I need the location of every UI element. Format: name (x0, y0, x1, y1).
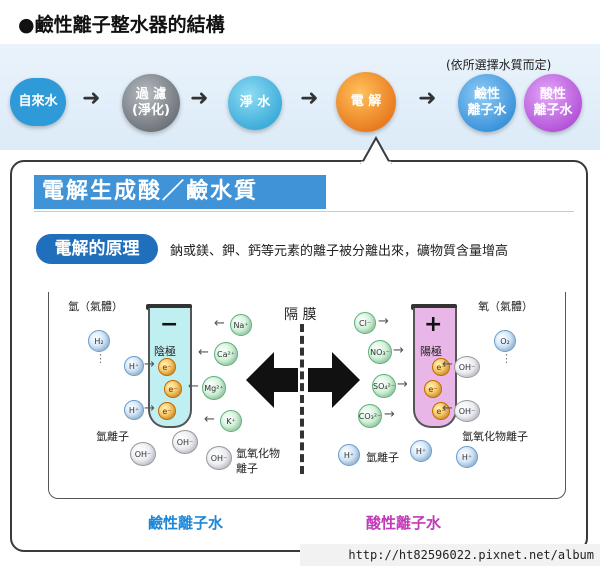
arrow-right-icon: → (144, 401, 155, 416)
arrow-left-icon: ← (198, 345, 209, 360)
h-plus-ion: H⁺ (338, 444, 360, 466)
arrow-right-icon: → (144, 357, 155, 372)
electron-ion: e⁻ (432, 358, 450, 376)
arrow-left-icon: ← (214, 316, 225, 331)
clean-water-circle: 淨 水 (228, 76, 282, 130)
acidic-water-circle: 酸性 離子水 (524, 74, 582, 132)
callout-panel (10, 160, 588, 552)
arrow-right-icon: → (393, 343, 404, 358)
selection-note: (依所選擇水質而定) (446, 58, 552, 72)
alkaline-water-label: 鹼性 離子水 (467, 87, 507, 118)
membrane-label: 隔 膜 (284, 307, 317, 323)
principle-text: 鈉或鎂、鉀、鈣等元素的離子被分離出來，礦物質含量增高 (170, 244, 509, 259)
sodium-ion: Na⁺ (230, 314, 252, 336)
potassium-ion: K⁺ (220, 410, 242, 432)
cathode-cap (146, 304, 192, 310)
electrolysis-frame (48, 292, 566, 499)
h2-molecule: H₂ (88, 330, 110, 352)
oxygen-gas-label: 氧（氣體） (478, 300, 533, 313)
electrolysis-circle: 電 解 (336, 72, 396, 132)
acidic-water-caption: 酸性離子水 (366, 514, 442, 532)
h-plus-ion: H⁺ (124, 400, 144, 420)
dotted-arrow-icon: ⋮ (95, 352, 106, 365)
page-heading: ●鹼性離子整水器的結構 (18, 14, 225, 36)
watermark-url: http://ht82596022.pixnet.net/album (300, 544, 600, 566)
magnesium-ion: Mg²⁺ (202, 376, 226, 400)
membrane-line (300, 324, 304, 474)
electron-ion: e⁻ (158, 402, 176, 420)
h-plus-ion: H⁺ (456, 446, 478, 468)
anode-label: 陽極 (420, 345, 442, 358)
flow-arrow-icon: ➜ (418, 86, 437, 111)
hydroxide-ion: OH⁻ (454, 356, 480, 378)
arrow-left-icon: ← (204, 412, 215, 427)
filter-circle: 過 濾 (淨化) (122, 74, 180, 132)
hydroxide-ion: OH⁻ (130, 442, 156, 466)
filter-label: 過 濾 (淨化) (132, 87, 170, 118)
arrow-right-icon: → (397, 377, 408, 392)
arrow-right-icon: → (378, 314, 389, 329)
calcium-ion: Ca²⁺ (214, 342, 238, 366)
nitrate-ion: NO₃⁻ (368, 340, 392, 364)
arrow-left-icon: ← (188, 379, 199, 394)
hydrogen-ion-label-right: 氫離子 (366, 451, 399, 464)
electron-ion: e⁻ (424, 380, 442, 398)
flow-arrow-icon: ➜ (82, 86, 101, 111)
tap-water-circle: 自來水 (10, 78, 66, 126)
electron-ion: e⁻ (158, 358, 176, 376)
hydrogen-gas-label: 氫（氣體） (68, 300, 123, 313)
alkaline-water-caption: 鹼性離子水 (148, 514, 224, 532)
h-plus-ion: H⁺ (410, 440, 432, 462)
o2-molecule: O₂ (494, 330, 516, 352)
plus-sign: + (424, 312, 443, 337)
hydroxide-ion-label-right: 氫氧化物離子 (462, 430, 528, 443)
arrow-right-icon: → (384, 407, 395, 422)
sulfate-ion: SO₄²⁻ (372, 374, 396, 398)
big-right-arrow-icon (308, 352, 360, 408)
arrow-left-icon: ← (442, 357, 453, 372)
anode-cap (411, 304, 457, 310)
callout-pointer (360, 136, 392, 164)
flow-arrow-icon: ➜ (190, 86, 209, 111)
alkaline-water-circle: 鹼性 離子水 (458, 74, 516, 132)
tap-water-label: 自來水 (18, 94, 58, 109)
clean-water-label: 淨 水 (239, 95, 271, 110)
electron-ion: e⁻ (164, 380, 182, 398)
hydroxide-ion: OH⁻ (454, 400, 480, 422)
carbonate-ion: CO₃²⁻ (358, 404, 382, 428)
title-divider (34, 211, 574, 212)
electron-ion: e⁻ (432, 402, 450, 420)
dotted-arrow-icon: ⋮ (501, 352, 512, 365)
flow-arrow-icon: ➜ (300, 86, 319, 111)
hydroxide-ion: OH⁻ (172, 430, 198, 454)
minus-sign: − (160, 312, 179, 337)
principle-pill: 電解的原理 (36, 234, 158, 264)
chloride-ion: Cl⁻ (354, 312, 376, 334)
panel-title: 電解生成酸／鹼水質 (34, 175, 326, 209)
hydroxide-ion-label: 氫氧化物 離子 (236, 447, 280, 475)
big-left-arrow-icon (246, 352, 298, 408)
arrow-left-icon: ← (442, 401, 453, 416)
acidic-water-label: 酸性 離子水 (533, 87, 573, 118)
hydrogen-ion-label: 氫離子 (96, 430, 129, 443)
hydroxide-ion: OH⁻ (206, 446, 232, 470)
h-plus-ion: H⁺ (124, 356, 144, 376)
cathode-label: 陰極 (154, 345, 176, 358)
electrolysis-label: 電 解 (350, 94, 382, 109)
